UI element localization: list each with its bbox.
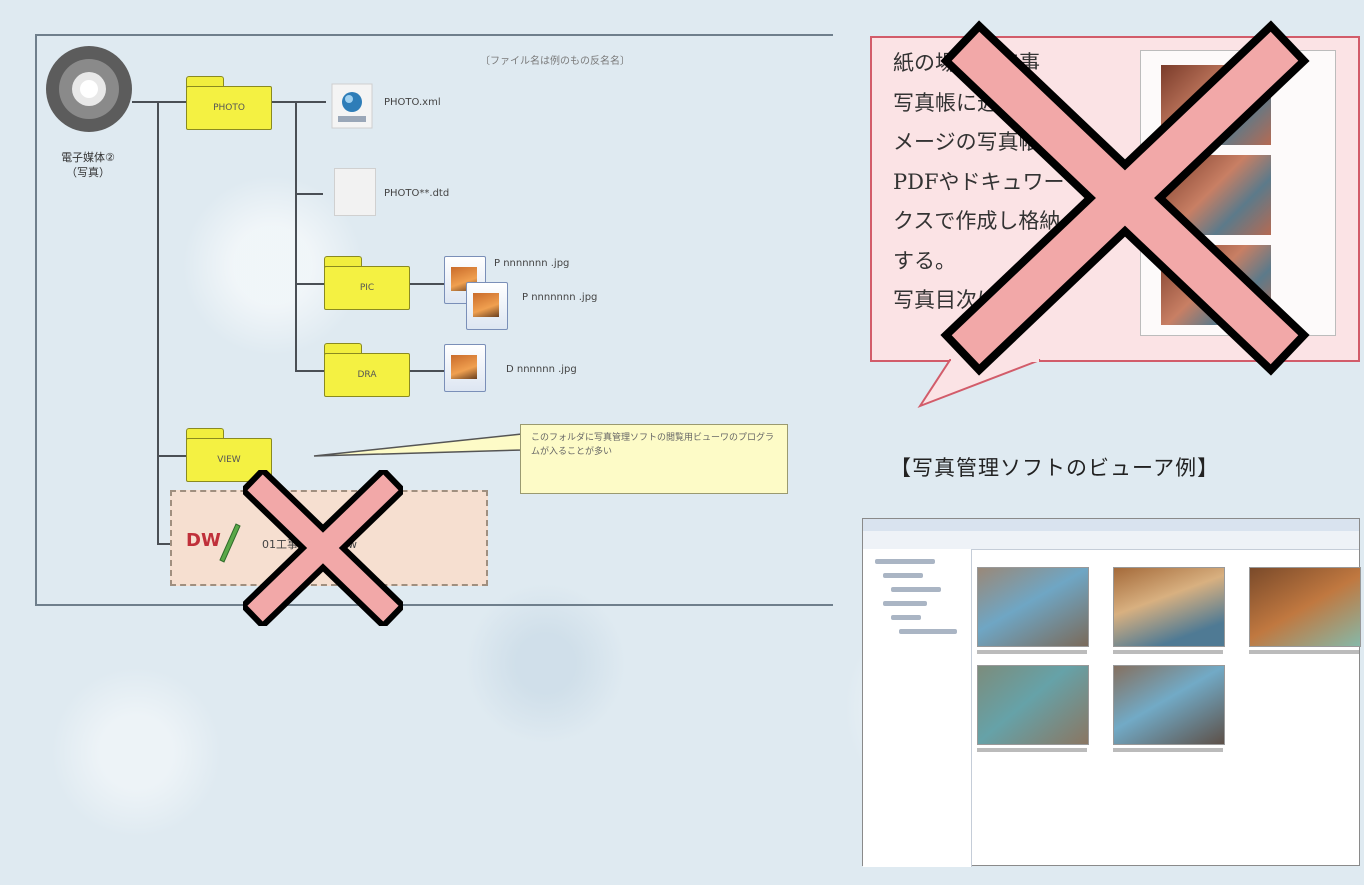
diagram-frame-top [35, 34, 833, 36]
cross-mark-icon [940, 20, 1310, 376]
viewer-folder-tree[interactable] [863, 549, 972, 867]
photo-thumbnail[interactable] [977, 665, 1089, 745]
viewer-example-title: 【写真管理ソフトのビューア例】 [890, 456, 1220, 480]
diagram-frame-left [35, 34, 37, 606]
pic-folder-icon: PIC [324, 256, 410, 310]
photo-thumbnail[interactable] [1113, 665, 1225, 745]
xml-file-icon [330, 82, 374, 130]
viewer-toolbar[interactable] [863, 531, 1359, 550]
photo-thumbnail[interactable] [1249, 567, 1361, 647]
photo-thumbnail[interactable] [1113, 567, 1225, 647]
photo-folder-icon: PHOTO [186, 76, 272, 130]
cross-mark-icon [243, 470, 403, 626]
pen-icon [219, 523, 241, 563]
photo-dtd-name: PHOTO**.dtd [384, 188, 450, 199]
filename-note: 〔ファイル名は例のもの反名名〕 [480, 56, 630, 67]
pic-file-2-name: P nnnnnnn .jpg [522, 292, 598, 303]
disc-icon [46, 46, 132, 132]
view-folder-callout: このフォルダに写真管理ソフトの閲覧用ビューワのプログラムが入ることが多い [520, 424, 788, 494]
disc-label: 電子媒体② （写真） [61, 151, 115, 179]
view-folder-icon: VIEW [186, 428, 272, 482]
image-file-icon [466, 282, 508, 330]
callout-pointer [313, 433, 523, 457]
viewer-window [862, 518, 1361, 867]
dra-folder-icon: DRA [324, 343, 410, 397]
photo-thumbnail[interactable] [977, 567, 1089, 647]
diagram-frame-bottom [35, 604, 833, 606]
docuworks-icon: DW [186, 530, 221, 551]
dtd-file-icon [334, 168, 376, 216]
pic-file-1-name: P nnnnnnn .jpg [494, 258, 570, 269]
dra-file-name: D nnnnnn .jpg [506, 364, 577, 375]
image-file-icon [444, 344, 486, 392]
photo-xml-name: PHOTO.xml [384, 97, 441, 108]
